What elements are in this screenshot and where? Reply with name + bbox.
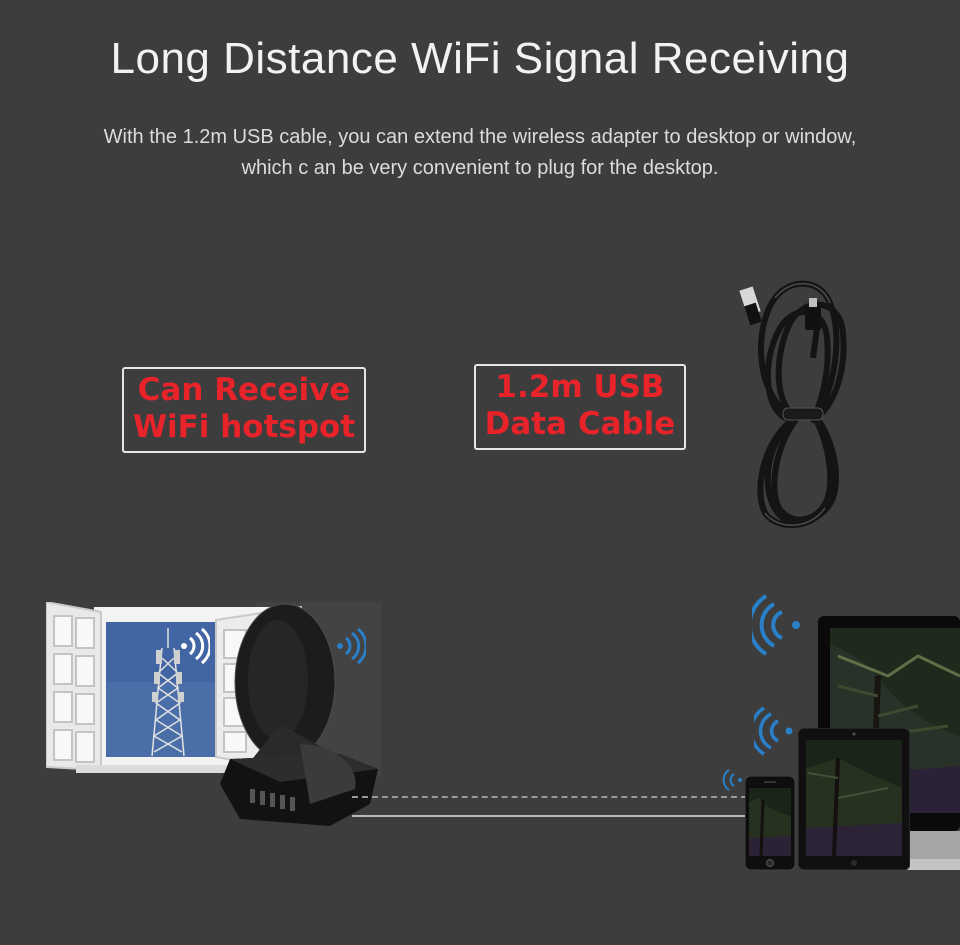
phone-icon — [745, 776, 795, 870]
wifi-signal-icon — [181, 628, 210, 664]
page-title: Long Distance WiFi Signal Receiving — [110, 34, 850, 83]
description-line-2: which c an be very convenient to plug fo… — [241, 157, 719, 179]
wifi-signal-icon — [337, 628, 366, 664]
hotspot-label-line-1: Can Receive — [137, 372, 351, 408]
wifi-signal-icon — [752, 594, 800, 656]
wifi-signal-icon — [722, 769, 742, 791]
hotspot-label-box: Can Receive WiFi hotspot — [122, 367, 366, 453]
description-line-1: With the 1.2m USB cable, you can extend … — [103, 126, 857, 148]
cell-tower-icon — [151, 628, 185, 757]
wifi-adapter-icon — [220, 604, 378, 826]
description: With the 1.2m USB cable, you can extend … — [40, 122, 920, 184]
hotspot-label-line-2: WiFi hotspot — [132, 409, 356, 445]
dashed-connection-line — [352, 796, 747, 798]
cable-label-line-2: Data Cable — [484, 406, 676, 442]
cable-label-box: 1.2m USB Data Cable — [474, 364, 686, 450]
cable-label-line-1: 1.2m USB — [495, 369, 665, 405]
cable-connection-line — [352, 815, 747, 817]
tablet-icon — [798, 728, 910, 870]
usb-cable-icon — [739, 280, 847, 529]
wifi-signal-icon — [754, 706, 793, 756]
